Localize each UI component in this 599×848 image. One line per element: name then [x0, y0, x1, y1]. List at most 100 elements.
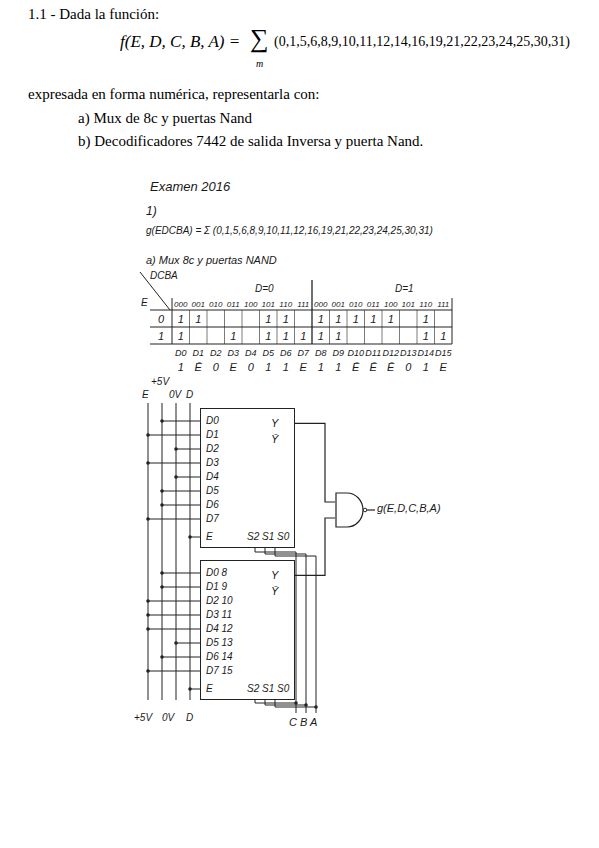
text-label: D5: [260, 348, 278, 358]
text-label: E: [225, 361, 243, 374]
junction-dot: [146, 613, 150, 617]
pin-label: D1: [206, 429, 219, 441]
text-label: 1: [347, 313, 365, 326]
text-label: 1: [172, 313, 190, 326]
text-label: 1: [277, 330, 295, 343]
wire-line: [434, 310, 435, 344]
nand-body: [336, 493, 363, 527]
text-label: m: [256, 58, 263, 70]
wire-line: [148, 601, 200, 602]
pin-label: E: [206, 683, 213, 695]
mux-block: D0 8D1 9D2 10D3 11D4 12D5 13D6 14D7 15YȲ…: [200, 560, 295, 700]
text-label: 1: [190, 313, 208, 326]
wire-line: [162, 657, 200, 658]
text-label: 0V: [169, 389, 181, 401]
text-label: DCBA: [150, 270, 178, 282]
pin-label: D3: [206, 457, 219, 469]
pin-label: D4: [206, 471, 219, 483]
wire-line: [148, 615, 200, 616]
text-label: a) Mux 8c y puertas NAND: [146, 254, 277, 267]
text-label: 1: [330, 361, 348, 374]
wire-line: [306, 554, 307, 713]
text-label: 1: [312, 313, 330, 326]
text-label: D10: [347, 348, 365, 358]
text-label: g(EDCBA) = Σ (0,1,5,6,8,9,10,11,12,16,19…: [146, 225, 433, 237]
wire-line: [150, 327, 452, 328]
wire-line: [176, 477, 200, 478]
wire-line: [207, 310, 208, 344]
pin-label: S2 S1 S0: [247, 531, 289, 543]
nand-shape: [335, 492, 367, 528]
text-label: 1: [260, 361, 278, 374]
wire-line: [275, 700, 276, 707]
text-label: D: [186, 712, 193, 724]
pin-label: D0: [206, 415, 219, 427]
junction-dot: [294, 701, 298, 705]
text-label: 0: [158, 313, 164, 326]
nand-bubble: [363, 508, 367, 512]
pin-label: D1 9: [206, 581, 227, 593]
wire-line: [162, 491, 200, 492]
wire-line: [294, 310, 295, 344]
text-label: 1: [158, 330, 164, 343]
pin-label: D5: [206, 485, 219, 497]
text-label: 010: [207, 300, 225, 309]
pin-label: E: [206, 531, 213, 543]
text-label: Ē: [382, 361, 400, 374]
signal-wire: [295, 518, 335, 575]
text-label: D9: [330, 348, 348, 358]
wire-line: [255, 548, 256, 552]
text-label: Ē: [365, 361, 383, 374]
text-label: 110: [277, 300, 295, 309]
pin-label: S2 S1 S0: [247, 683, 289, 695]
junction-dot: [146, 627, 150, 631]
wire-line: [150, 310, 452, 311]
text-label: D7: [295, 348, 313, 358]
text-label: 111: [435, 300, 453, 309]
text-label: 101: [260, 300, 278, 309]
text-label: E: [141, 297, 148, 309]
output-lead: [367, 509, 375, 510]
text-label: D13: [400, 348, 418, 358]
text-label: 1: [417, 330, 435, 343]
text-label: +5V: [151, 376, 169, 388]
text-label: D4: [242, 348, 260, 358]
signal-wire: [295, 423, 335, 502]
text-label: (0,1,5,6,8,9,10,11,12,14,16,19,21,22,23,…: [274, 34, 570, 50]
wire-line: [148, 629, 200, 630]
text-label: expresada en forma numérica, representar…: [28, 86, 320, 103]
wire-line: [259, 310, 260, 344]
text-label: 0: [242, 361, 260, 374]
pin-label: D2 10: [206, 595, 233, 607]
text-label: D8: [312, 348, 330, 358]
wire-line: [176, 643, 200, 644]
text-label: D=1: [395, 283, 414, 295]
text-label: 010: [347, 300, 365, 309]
text-label: 101: [400, 300, 418, 309]
wire-line: [148, 519, 200, 520]
text-label: 1: [312, 361, 330, 374]
pin-label: D6 14: [206, 651, 233, 663]
junction-dot: [160, 489, 164, 493]
pin-label: g(E,D,C,B,A): [377, 502, 441, 515]
text-label: Ē: [347, 361, 365, 374]
text-label: E: [435, 361, 453, 374]
text-label: E: [295, 361, 313, 374]
junction-dot: [160, 571, 164, 575]
text-label: D: [186, 389, 193, 401]
wire-line: [162, 505, 200, 506]
text-label: 1: [260, 313, 278, 326]
text-label: D15: [435, 348, 453, 358]
pin-label: D2: [206, 443, 219, 455]
wire-line: [224, 310, 225, 344]
wire-line: [277, 310, 278, 344]
wire-line: [275, 548, 276, 556]
text-label: D14: [417, 348, 435, 358]
junction-dot: [174, 475, 178, 479]
pin-label: Y: [271, 417, 278, 430]
junction-dot: [314, 705, 318, 709]
wire-line: [162, 587, 200, 588]
text-label: 011: [365, 300, 383, 309]
text-label: 1: [417, 313, 435, 326]
junction-dot: [146, 433, 150, 437]
